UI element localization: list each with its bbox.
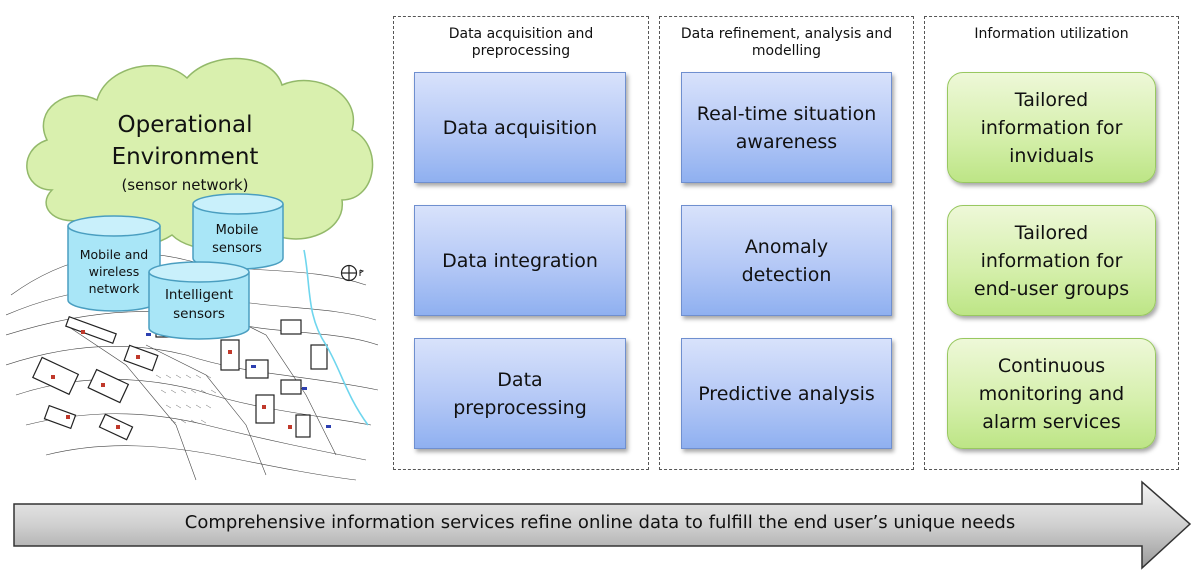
box-data-preprocessing: Data preprocessing (414, 338, 626, 449)
box-predictive-analysis: Predictive analysis (681, 338, 892, 449)
mobile-sensors-line-1: Mobile (215, 223, 259, 238)
box-label-line2: monitoring and (978, 382, 1125, 405)
cylinder-mobile-wireless-network (67, 215, 161, 312)
box-label-line1: Anomaly (744, 235, 829, 258)
box-label: Predictive analysis (698, 382, 875, 405)
box-label: Real-time situation awareness (697, 100, 877, 156)
arrow-caption: Comprehensive information services refin… (184, 512, 1016, 533)
mobile-wireless-line-1: Mobile and (79, 247, 149, 262)
box-continuous-monitoring: Continuous monitoring and alarm services (947, 338, 1156, 449)
box-tailored-info-groups: Tailored information for end-user groups (947, 205, 1156, 316)
box-label: Data acquisition (442, 116, 598, 139)
box-real-time-situation-awareness: Real-time situation awareness (681, 72, 892, 183)
box-label-line1: Tailored (1014, 88, 1089, 111)
intelligent-sensors-label: Intelligent sensors (147, 286, 251, 324)
box-label-line2: preprocessing (453, 396, 587, 419)
panel-title-line2: modelling (751, 43, 822, 59)
panel-data-refinement: Data refinement, analysis and modelling (659, 16, 914, 470)
box-label-line3: end-user groups (973, 277, 1130, 300)
cylinder-intelligent-sensors (148, 261, 250, 340)
environment-title-line2: Environment (111, 144, 259, 170)
intelligent-sensors-line-1: Intelligent (164, 287, 234, 303)
box-label: Tailored information for end-user groups (974, 219, 1129, 303)
panel-title-line1: Information utilization (974, 26, 1129, 42)
panel-data-acquisition: Data acquisition and preprocessing (393, 16, 649, 470)
box-label: Data integration (442, 249, 598, 272)
panel-title-line1: Data acquisition and (448, 26, 594, 42)
mobile-wireless-line-3: network (88, 281, 140, 296)
box-data-integration: Data integration (414, 205, 626, 316)
panel-title: Information utilization (925, 26, 1178, 43)
environment-title-line1: Operational (117, 112, 253, 138)
panel-title-line2: preprocessing (471, 43, 571, 59)
environment-subtitle: (sensor network) (121, 176, 249, 194)
panel-title: Data refinement, analysis and modelling (660, 26, 913, 60)
box-label-line1: Data (497, 368, 543, 391)
mobile-sensors-label: Mobile sensors (191, 222, 283, 258)
panel-title-line1: Data refinement, analysis and (680, 26, 893, 42)
mobile-wireless-network-label: Mobile and wireless network (66, 246, 162, 297)
campus-map (6, 249, 378, 481)
intelligent-sensors-line-2: sensors (173, 306, 225, 322)
box-label-line2: detection (741, 263, 832, 286)
panel-title: Data acquisition and preprocessing (394, 26, 648, 60)
box-label-line3: alarm services (982, 410, 1121, 433)
panel-information-utilization: Information utilization (924, 16, 1179, 470)
box-label-line2: awareness (735, 130, 838, 153)
box-label-line1: Tailored (1014, 221, 1089, 244)
box-label-line1: Real-time situation (696, 102, 877, 125)
box-data-acquisition: Data acquisition (414, 72, 626, 183)
box-tailored-info-individuals: Tailored information for inviduals (947, 72, 1156, 183)
box-label: Anomaly detection (742, 233, 832, 289)
mobile-wireless-line-2: wireless (88, 264, 140, 279)
box-label-line3: inviduals (1009, 144, 1094, 167)
compass-icon (340, 264, 365, 282)
mobile-sensors-line-2: sensors (212, 241, 262, 256)
box-label: Tailored information for inviduals (981, 86, 1123, 170)
box-label-line2: information for (980, 249, 1123, 272)
box-label-line1: Continuous (997, 354, 1106, 377)
box-label: Continuous monitoring and alarm services (979, 352, 1125, 436)
box-label-line2: information for (980, 116, 1123, 139)
environment-title: Operational Environment (85, 109, 285, 173)
box-anomaly-detection: Anomaly detection (681, 205, 892, 316)
box-label: Data preprocessing (453, 366, 587, 422)
process-arrow (13, 480, 1192, 570)
